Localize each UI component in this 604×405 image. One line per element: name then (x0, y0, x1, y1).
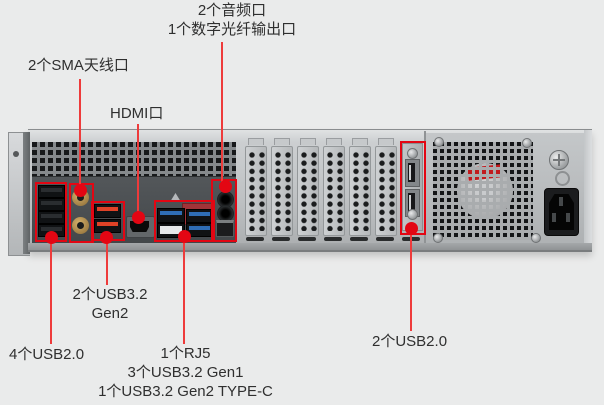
annotation-line-sma (79, 79, 81, 187)
label-cluster-line3: 1个USB3.2 Gen2 TYPE-C (98, 383, 273, 400)
slot-screw-tab (352, 138, 368, 145)
psu-screw (433, 233, 443, 243)
annotation-line-rear-usb2 (410, 230, 412, 331)
warning-triangle-icon (170, 193, 181, 202)
power-pin-neutral (566, 213, 570, 222)
power-pin-ground (559, 197, 563, 206)
annotation-dot-rear-usb2 (405, 222, 418, 235)
usb32-gen1-port-1 (157, 208, 185, 223)
annotation-dot-audio (219, 180, 232, 193)
thumbscrew (549, 150, 569, 170)
annotation-dot-sma (74, 184, 87, 197)
bottom-slot-opening (246, 237, 264, 241)
annotation-line-io-cluster (183, 240, 185, 344)
optical-spdif-port (216, 220, 234, 237)
slot-vent-holes (325, 151, 343, 231)
rear-usb2-port-1 (405, 159, 420, 187)
slot-vent-holes (247, 151, 265, 231)
expansion-slot-cover-6 (375, 146, 397, 236)
slot-vent-holes (351, 151, 369, 231)
usb2-port-1 (38, 185, 65, 198)
slot-vent-holes (273, 151, 291, 231)
slot-screw-tab (326, 138, 342, 145)
usb2-port-2 (38, 198, 65, 211)
psu-screw (434, 137, 444, 147)
label-sma-antenna: 2个SMA天线口 (28, 57, 129, 74)
annotation-line-hdmi (137, 124, 139, 214)
label-io-cluster: 1个RJ5 3个USB3.2 Gen1 1个USB3.2 Gen2 TYPE-C (90, 344, 281, 401)
label-audio-line2: 1个数字光纤输出口 (167, 21, 297, 38)
usb2-port-3 (38, 211, 65, 224)
vent-grid (32, 142, 236, 176)
psu-fan-grille (433, 142, 533, 240)
bracket-screw-top (407, 148, 418, 159)
expansion-slot-cover-4 (323, 146, 345, 236)
slot-screw-tab (248, 138, 264, 145)
bottom-slot-opening (350, 237, 368, 241)
label-usb32-gen2: 2个USB3.2 Gen2 (60, 285, 160, 323)
bottom-slot-opening (324, 237, 342, 241)
bracket-screw-bottom (407, 209, 418, 220)
expansion-slot-cover-5 (349, 146, 371, 236)
chassis-bottom-edge (28, 243, 592, 252)
annotation-dot-io-cluster (178, 230, 191, 243)
label-usb20-right: 2个USB2.0 (372, 333, 448, 350)
sma-antenna-connector-2 (72, 217, 89, 234)
annotation-line-usb32-gen2 (106, 240, 108, 285)
expansion-slot-cover-3 (297, 146, 319, 236)
bottom-slot-opening (272, 237, 290, 241)
annotation-line-usb2-x4 (50, 240, 52, 344)
ground-symbol (555, 171, 570, 186)
slot-screw-tab (300, 138, 316, 145)
usb32-gen2-port-1 (94, 204, 121, 218)
bottom-slot-opening (376, 237, 394, 241)
power-pin-line (552, 213, 556, 222)
bottom-slot-opening (298, 237, 316, 241)
label-cluster-line2: 3个USB3.2 Gen1 (127, 364, 244, 381)
slot-vent-holes (299, 151, 317, 231)
slot-screw-tab (274, 138, 290, 145)
label-cluster-line1: 1个RJ5 (160, 345, 211, 362)
annotation-dot-usb2-x4 (45, 231, 58, 244)
rack-ear-edge (23, 132, 30, 254)
label-audio-line1: 2个音频口 (197, 2, 267, 19)
psu-screw (531, 233, 541, 243)
label-hdmi: HDMI口 (110, 105, 164, 122)
annotation-line-audio (221, 42, 223, 182)
slot-vent-holes (377, 151, 395, 231)
label-usb20-left: 4个USB2.0 (9, 346, 85, 363)
chassis-right-edge (584, 130, 592, 249)
rack-ear-screw (13, 151, 19, 157)
label-audio-ports: 2个音频口 1个数字光纤输出口 (154, 1, 310, 39)
expansion-slot-cover-1 (245, 146, 267, 236)
slot-screw-tab (378, 138, 394, 145)
psu-screw (522, 138, 532, 148)
ac-power-inlet (544, 188, 579, 236)
annotation-dot-hdmi (132, 211, 145, 224)
annotation-dot-usb32-gen2 (100, 231, 113, 244)
label-usb32-line2: Gen2 (91, 305, 129, 322)
annotation-box-rear-usb2 (400, 141, 426, 235)
expansion-slot-cover-2 (271, 146, 293, 236)
label-usb32-line1: 2个USB3.2 (72, 286, 148, 303)
